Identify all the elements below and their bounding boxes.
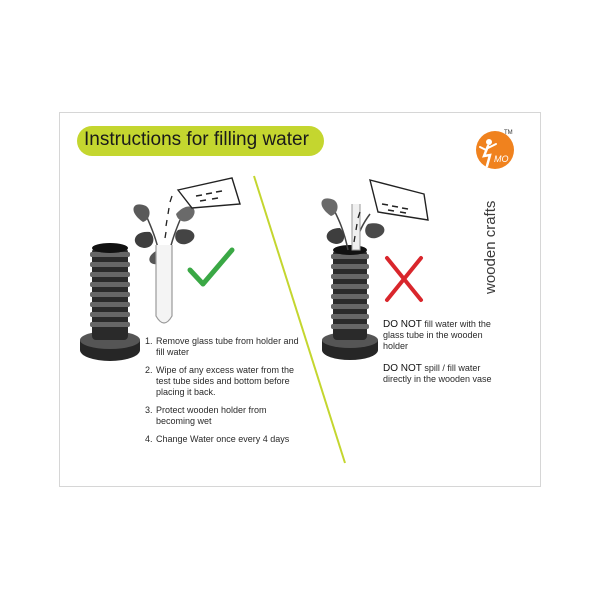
logo-letters: MO — [494, 154, 509, 164]
dancing-figure-logo-icon: TM MO — [476, 130, 514, 169]
list-item-number: 4. — [145, 434, 153, 444]
list-item-number: 2. — [145, 365, 153, 375]
warning-lead: DO NOT — [383, 319, 422, 330]
cross-mark-icon — [385, 256, 423, 302]
list-item: 2. Wipe of any excess water from the tes… — [145, 365, 305, 398]
wooden-vase-icon — [80, 243, 140, 361]
glass-test-tube-icon — [155, 245, 173, 324]
list-item-text: Change Water once every 4 days — [156, 434, 290, 444]
title-banner — [77, 126, 324, 156]
list-item-text: Wipe of any excess water from the test t… — [156, 365, 295, 397]
list-item-text: Remove glass tube from holder and fill w… — [156, 336, 299, 357]
water-jug-icon — [353, 179, 429, 243]
water-jug-icon — [164, 177, 241, 239]
list-item: 1. Remove glass tube from holder and fil… — [145, 336, 305, 358]
instruction-card — [59, 112, 541, 487]
warning-body: fill water with the glass tube in the wo… — [383, 319, 491, 351]
warning-text: DO NOT spill / fill water directly in th… — [383, 363, 493, 385]
plant-leaves-icon — [321, 198, 385, 251]
list-item: 3. Protect wooden holder from becoming w… — [145, 405, 305, 427]
list-item-text: Protect wooden holder from becoming wet — [156, 405, 267, 426]
list-item-number: 3. — [145, 405, 153, 415]
check-mark-icon — [187, 247, 235, 287]
warning-text: DO NOT fill water with the glass tube in… — [383, 319, 493, 352]
instruction-list: 1. Remove glass tube from holder and fil… — [145, 336, 305, 452]
list-item-number: 1. — [145, 336, 153, 346]
trademark-mark: TM — [504, 130, 513, 136]
list-item: 4. Change Water once every 4 days — [145, 434, 305, 445]
warning-body: spill / fill water directly in the woode… — [383, 363, 492, 384]
wooden-vase-icon — [322, 245, 378, 360]
warning-lead: DO NOT — [383, 363, 422, 374]
page-title: Instructions for filling water — [84, 129, 309, 150]
